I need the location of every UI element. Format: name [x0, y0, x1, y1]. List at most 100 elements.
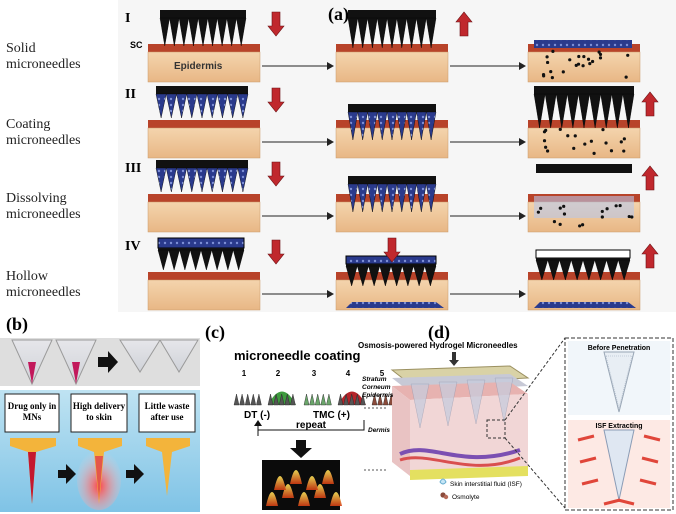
drug-particle — [598, 56, 603, 60]
panel-c-label: (c) — [205, 322, 225, 343]
hydrogel-mn — [466, 379, 486, 425]
hollow-mn-removed-tip — [570, 259, 584, 281]
layer-label-epidermis: Epidermis — [362, 392, 394, 399]
drug-particle — [626, 53, 630, 57]
row-title-line1: Dissolving — [6, 191, 67, 206]
hollow-mn-inserted-tip — [356, 265, 369, 287]
drug-particle — [588, 62, 592, 66]
dissolving-mn-inserted-tip — [357, 183, 368, 213]
coating-peak — [330, 492, 342, 506]
dissolving-mn-array-tip — [237, 167, 249, 193]
arrow-up-icon — [254, 420, 262, 426]
dissolving-mn-inserted-tip — [347, 183, 359, 213]
arrow-right-icon — [327, 290, 334, 298]
coated-mn-array-tip — [237, 93, 249, 119]
coated-mn-array-tip — [217, 93, 228, 119]
solid-mn-inserted-tip — [347, 17, 359, 49]
mn-tip — [348, 393, 355, 406]
hollow-mn-removed-tip — [582, 259, 596, 281]
box-little-waste — [138, 393, 196, 433]
drug-particle — [545, 55, 549, 59]
solid-mn-inserted-tip — [357, 17, 368, 49]
solid-mn-inserted-tip — [377, 17, 388, 49]
dissolving-mn-array-tip — [186, 167, 198, 193]
drug-particle — [577, 54, 581, 59]
drug-particle — [619, 140, 623, 144]
before-penetration-label: Before Penetration — [588, 345, 651, 352]
drug-particle — [542, 74, 546, 78]
drug-particle — [582, 54, 586, 59]
hollow-mn-array-tip — [222, 249, 234, 271]
drug-particle — [627, 214, 631, 219]
drug-particle — [551, 49, 555, 54]
arrow-right-icon — [519, 212, 526, 220]
hollow-mn-removed-base — [536, 258, 630, 260]
coated-mn-inserted-tip — [396, 111, 407, 141]
sc-label: SC — [130, 40, 143, 50]
heatmap-3d-render — [262, 460, 342, 510]
stratum-corneum-layer — [148, 272, 260, 280]
dt-label: DT (-) — [244, 410, 270, 421]
delivered-drug-pool-final — [534, 302, 636, 308]
panel-d-label: (d) — [428, 322, 450, 343]
hollow-mn-array-tip — [179, 249, 191, 271]
mn-tip — [377, 393, 383, 406]
dissolving-mn-array-tip — [176, 167, 187, 193]
legend-isf — [439, 478, 447, 485]
drug-particle — [609, 149, 614, 153]
hydrogel-mn — [410, 383, 430, 429]
coated-mn-inserted-tip — [425, 111, 437, 141]
dissolved-region — [534, 196, 634, 218]
drug-particle — [600, 215, 604, 219]
dissolving-mn-array-tip — [196, 167, 208, 193]
row-title-line2: microneedles — [6, 207, 81, 222]
skin-3d-block — [390, 365, 530, 480]
coated-mn-removed-tip — [567, 93, 579, 129]
mn-tip — [273, 393, 279, 406]
isf-flow-arrow — [579, 456, 597, 464]
solid-mn-array-tip — [169, 17, 180, 47]
drug-particle — [550, 75, 554, 80]
coated-mn-array-tip — [155, 93, 167, 119]
panel-b-label: (b) — [6, 314, 28, 335]
legend-osmolyte — [440, 492, 449, 500]
row-numeral: II — [125, 87, 136, 102]
dissolving-mn-inserted-tip — [367, 183, 378, 213]
coated-mn-array-tip — [196, 93, 208, 119]
arrow-up-icon — [641, 165, 659, 191]
tube-left — [11, 339, 53, 386]
arrow-right-icon — [98, 351, 118, 373]
isf-flow-arrow — [581, 478, 599, 486]
zoom-panel — [564, 337, 674, 511]
step-number: 1 — [242, 369, 247, 378]
drug-particle — [573, 134, 577, 138]
dissolving-mn-inserted-tip — [425, 183, 437, 213]
coating-peak — [290, 470, 302, 484]
hollow-mn-array-tip — [189, 249, 202, 271]
drug-particle — [539, 206, 543, 210]
arrow-right-icon — [327, 62, 334, 70]
arrow-up-icon — [455, 11, 473, 37]
coating-peak — [322, 470, 334, 484]
coated-mn-removed-tip — [555, 93, 568, 129]
mn-tip — [326, 393, 332, 406]
mn-tip — [320, 393, 327, 406]
isf-flow-arrow — [617, 498, 635, 506]
hydrogel-mn — [494, 377, 514, 423]
coated-mn-inserted-tip — [367, 111, 378, 141]
mn-tip — [360, 393, 366, 406]
coated-mn-inserted-tip — [416, 111, 427, 141]
delivered-drug-pool — [346, 302, 444, 308]
hollow-mn-array-tip — [168, 249, 180, 271]
dissolving-mn-inserted-tip — [416, 183, 427, 213]
box-drug-only — [4, 393, 60, 433]
legend-osmolyte-text: Osmolyte — [452, 494, 480, 501]
drug-particle — [545, 60, 550, 65]
arrow-right-icon — [519, 62, 526, 70]
solid-mn-array-base — [160, 10, 246, 18]
tube-empty-1 — [119, 339, 161, 373]
